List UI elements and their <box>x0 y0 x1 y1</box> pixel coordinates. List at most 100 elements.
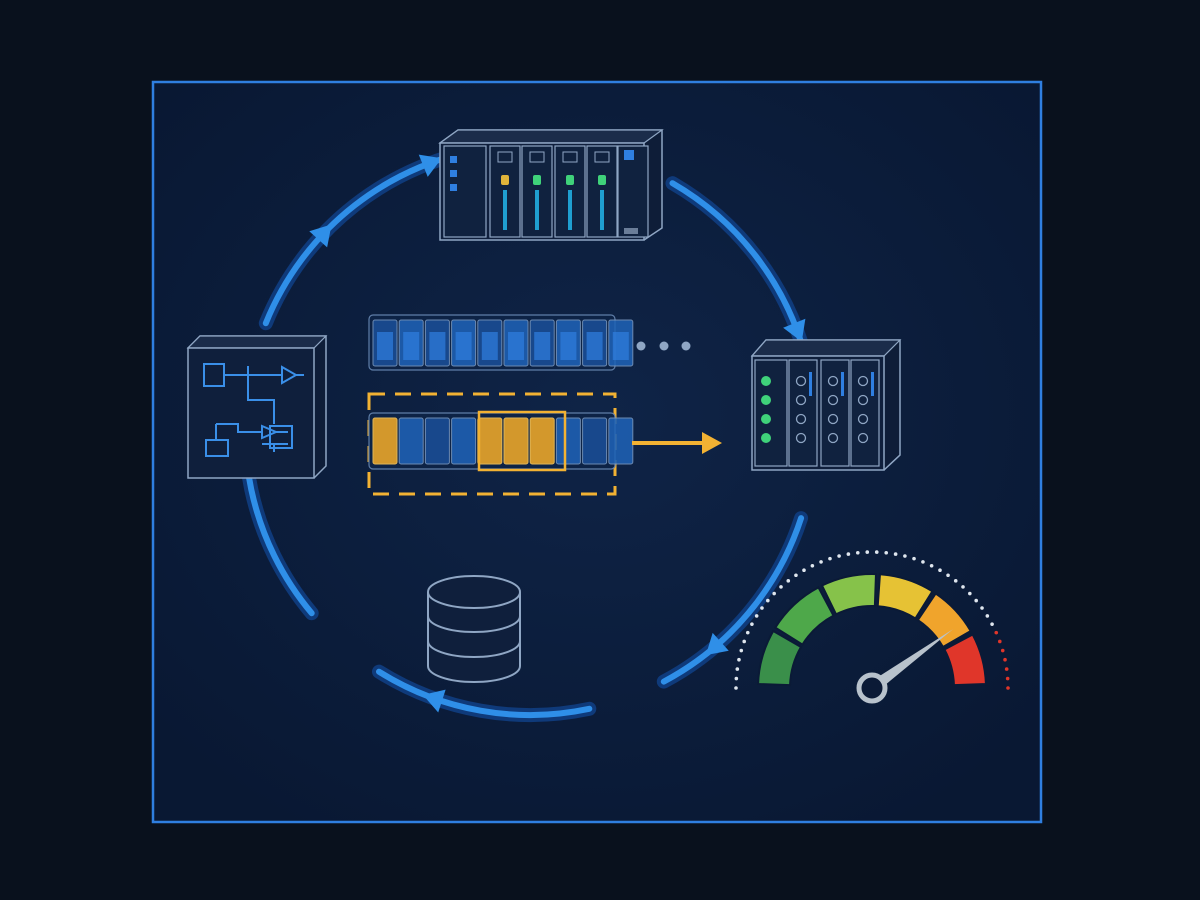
gauge-tick <box>1005 676 1010 681</box>
ellipsis-dot <box>659 341 669 351</box>
gauge-tick <box>1003 657 1007 662</box>
buffer-cell <box>582 417 608 465</box>
gauge-tick <box>754 614 759 618</box>
io-terminal <box>795 413 807 425</box>
io-terminal <box>795 375 807 387</box>
signal-bar <box>503 190 507 230</box>
buffer-cell <box>451 417 477 465</box>
gauge-tick <box>968 591 972 596</box>
io-terminal <box>827 432 839 444</box>
cycle-arc <box>376 668 593 718</box>
buffer-cell-fill <box>481 332 498 360</box>
ellipsis-dot <box>636 341 646 351</box>
status-led <box>761 395 771 405</box>
gauge-zone <box>820 573 878 616</box>
io-terminal <box>857 375 869 387</box>
buffer-queues <box>367 314 722 496</box>
ellipsis-dot <box>681 341 691 351</box>
buffer-cell <box>398 417 424 465</box>
status-led <box>598 175 606 185</box>
gauge-tick <box>745 630 750 635</box>
gauge-tick <box>1004 667 1009 671</box>
gauge-tick <box>997 639 1002 644</box>
gauge-zone <box>943 633 987 687</box>
gauge-tick <box>760 606 764 610</box>
status-led <box>450 156 457 163</box>
io-terminal <box>827 394 839 406</box>
gauge-tick <box>772 591 776 596</box>
io-module-icon <box>750 339 902 471</box>
status-led <box>624 150 634 160</box>
gauge-tick <box>893 552 898 556</box>
gauge-tick <box>819 560 823 564</box>
gauge-tick <box>794 573 798 578</box>
status-led <box>450 170 457 177</box>
gauge-tick <box>846 552 851 556</box>
cycle-arrowhead <box>705 632 729 656</box>
gauge-tick <box>734 686 738 690</box>
status-led <box>761 376 771 386</box>
io-terminal <box>827 375 839 387</box>
io-terminal <box>795 432 807 444</box>
gauge-zone <box>757 629 803 687</box>
highlighted-cell <box>503 417 529 465</box>
buffer-cell <box>608 417 634 465</box>
plc-slot <box>617 145 649 238</box>
buffer-cell-fill <box>612 332 629 360</box>
buffer-cell-fill <box>455 332 472 360</box>
slot-label <box>497 151 513 163</box>
highlighted-cell <box>529 417 555 465</box>
gauge-tick <box>938 568 942 573</box>
plc-rack-icon <box>438 129 664 241</box>
io-slot <box>754 359 788 467</box>
gauge-tick <box>921 560 925 564</box>
signal-bar <box>841 372 844 396</box>
io-terminal <box>857 432 869 444</box>
gauge-tick <box>855 550 860 555</box>
buffer-cell-fill <box>429 332 446 360</box>
speedometer-icon <box>734 550 1010 704</box>
slot-label <box>624 228 638 234</box>
gauge-tick <box>961 585 965 589</box>
highlight-block <box>477 410 567 472</box>
status-led <box>566 175 574 185</box>
gauge-tick <box>737 657 741 662</box>
gauge-zone <box>876 573 934 620</box>
io-slot <box>788 359 818 467</box>
buffer-cell <box>555 417 581 465</box>
gauge-tick <box>946 573 950 578</box>
gauge-needle <box>868 629 953 693</box>
buffer-cell-fill <box>377 332 393 360</box>
buffer-cell-fill <box>508 332 524 360</box>
gauge-tick <box>742 639 747 644</box>
gauge-tick <box>802 568 806 573</box>
io-slot <box>820 359 850 467</box>
gauge-tick <box>980 606 984 610</box>
slot-label <box>594 151 610 163</box>
buffer-cell-fill <box>586 332 603 360</box>
slot-label <box>562 151 578 163</box>
database-icon <box>427 575 521 683</box>
status-led <box>501 175 509 185</box>
buffer-cell-fill <box>403 332 420 360</box>
buffer-cell-fill <box>534 332 551 360</box>
signal-bar <box>809 372 812 396</box>
logic-diagram-icon <box>186 335 328 479</box>
io-terminal <box>795 394 807 406</box>
gauge-tick <box>874 550 879 554</box>
gauge-tick <box>779 585 783 589</box>
signal-bar <box>871 372 874 396</box>
cycle-arrowhead <box>309 224 332 248</box>
gauge-tick <box>750 622 754 626</box>
io-terminal <box>857 413 869 425</box>
status-led <box>450 184 457 191</box>
status-led <box>761 414 771 424</box>
io-terminal <box>857 394 869 406</box>
slot-label <box>529 151 545 163</box>
gauge-tick <box>903 554 907 558</box>
gauge-tick <box>865 550 870 554</box>
gauge-tick <box>990 622 994 626</box>
gauge-tick <box>884 550 889 555</box>
buffer-cell-fill <box>560 332 577 360</box>
